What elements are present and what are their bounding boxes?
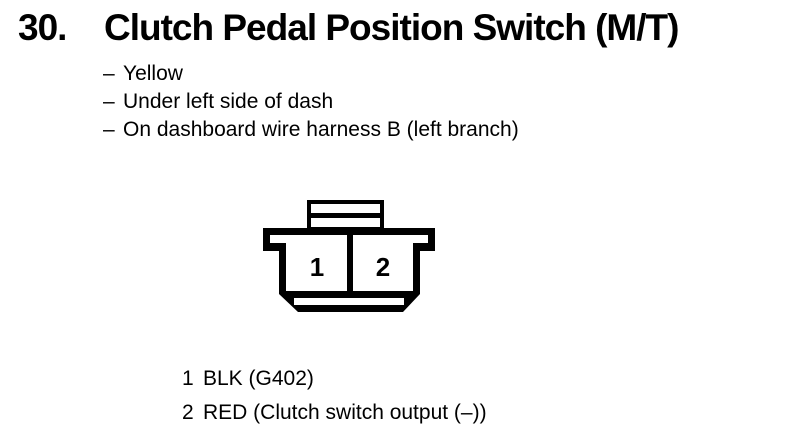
connector-svg: 1 2	[263, 200, 435, 312]
detail-item-color: –Yellow	[103, 60, 519, 88]
detail-item-location: –Under left side of dash	[103, 88, 519, 116]
detail-text: Yellow	[123, 62, 183, 85]
detail-text: On dashboard wire harness B (left branch…	[123, 118, 519, 141]
pin-list: 1 BLK (G402) 2 RED (Clutch switch output (…	[182, 362, 487, 430]
detail-text: Under left side of dash	[123, 90, 334, 113]
connector-diagram: 1 2	[250, 195, 450, 320]
dash-glyph: –	[103, 90, 115, 113]
connector-body	[263, 228, 435, 312]
pin-number: 2	[182, 401, 194, 424]
dash-glyph: –	[103, 118, 115, 141]
section-title: Clutch Pedal Position Switch (M/T)	[104, 7, 679, 48]
pin-label: BLK (G402)	[203, 367, 314, 390]
pin-row: 1 BLK (G402)	[182, 362, 487, 396]
detail-item-harness: –On dashboard wire harness B (left branc…	[103, 116, 519, 144]
detail-list: –Yellow –Under left side of dash –On das…	[103, 60, 519, 144]
pin-row: 2 RED (Clutch switch output (–))	[182, 396, 487, 430]
pin-label: RED (Clutch switch output (–))	[203, 401, 487, 424]
dash-glyph: –	[103, 62, 115, 85]
pin-number: 1	[182, 367, 194, 390]
cavity-1-label: 1	[310, 252, 324, 282]
section-number: 30.	[18, 7, 67, 48]
cavity-2-label: 2	[376, 252, 390, 282]
connector-tab	[307, 200, 384, 229]
